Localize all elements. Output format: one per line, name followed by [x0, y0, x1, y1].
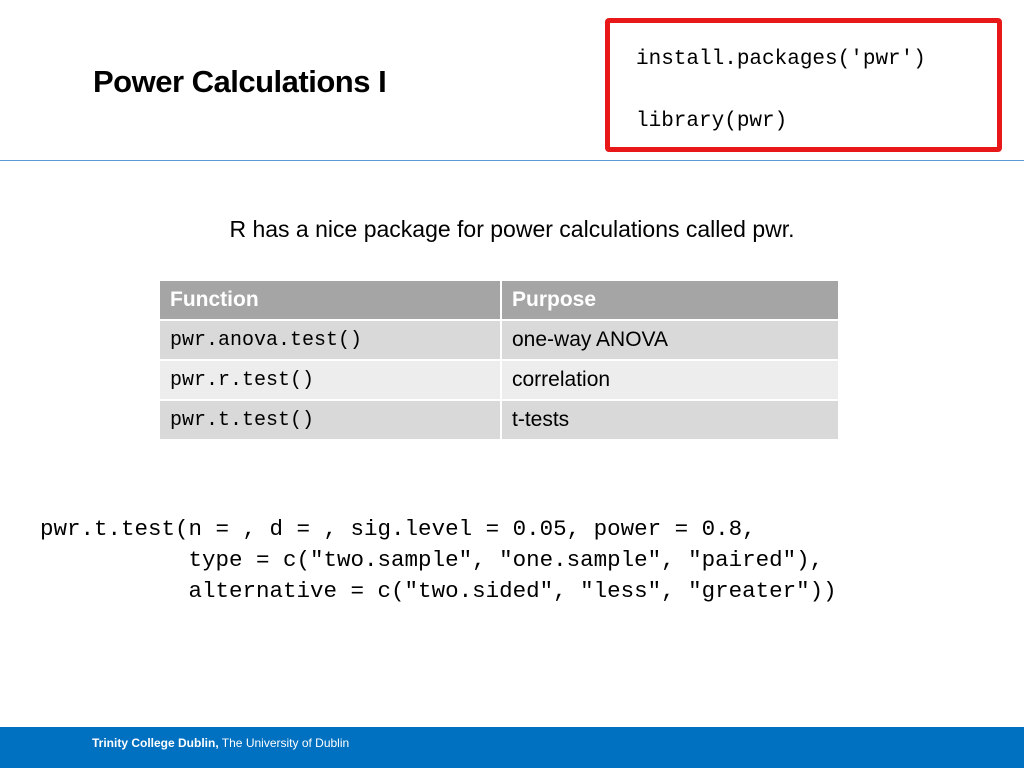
header-divider [0, 160, 1024, 161]
footer-bar: Trinity College Dublin, The University o… [0, 727, 1024, 768]
purpose-cell: one-way ANOVA [502, 321, 838, 359]
usage-code-line: pwr.t.test(n = , d = , sig.level = 0.05,… [40, 516, 756, 542]
function-cell: pwr.r.test() [160, 361, 500, 399]
library-command: library(pwr) [636, 110, 788, 133]
table-row: pwr.t.test() t-tests [160, 401, 838, 439]
header-function: Function [160, 281, 500, 319]
function-cell: pwr.anova.test() [160, 321, 500, 359]
usage-code-line: type = c("two.sample", "one.sample", "pa… [40, 547, 824, 573]
purpose-cell: t-tests [502, 401, 838, 439]
footer-institution: Trinity College Dublin, [92, 736, 219, 750]
header-purpose: Purpose [502, 281, 838, 319]
usage-code-line: alternative = c("two.sided", "less", "gr… [40, 578, 837, 604]
table-header-row: Function Purpose [160, 281, 838, 319]
purpose-cell: correlation [502, 361, 838, 399]
intro-text: R has a nice package for power calculati… [229, 216, 795, 242]
footer-text: Trinity College Dublin, The University o… [92, 735, 349, 751]
slide-title: Power Calculations I [93, 64, 387, 99]
function-cell: pwr.t.test() [160, 401, 500, 439]
install-code-box: install.packages('pwr') library(pwr) [605, 18, 1002, 152]
table-row: pwr.r.test() correlation [160, 361, 838, 399]
table-row: pwr.anova.test() one-way ANOVA [160, 321, 838, 359]
footer-university: The University of Dublin [218, 736, 350, 750]
function-table: Function Purpose pwr.anova.test() one-wa… [158, 279, 840, 441]
install-command: install.packages('pwr') [636, 48, 926, 71]
usage-code-block: pwr.t.test(n = , d = , sig.level = 0.05,… [40, 514, 837, 607]
